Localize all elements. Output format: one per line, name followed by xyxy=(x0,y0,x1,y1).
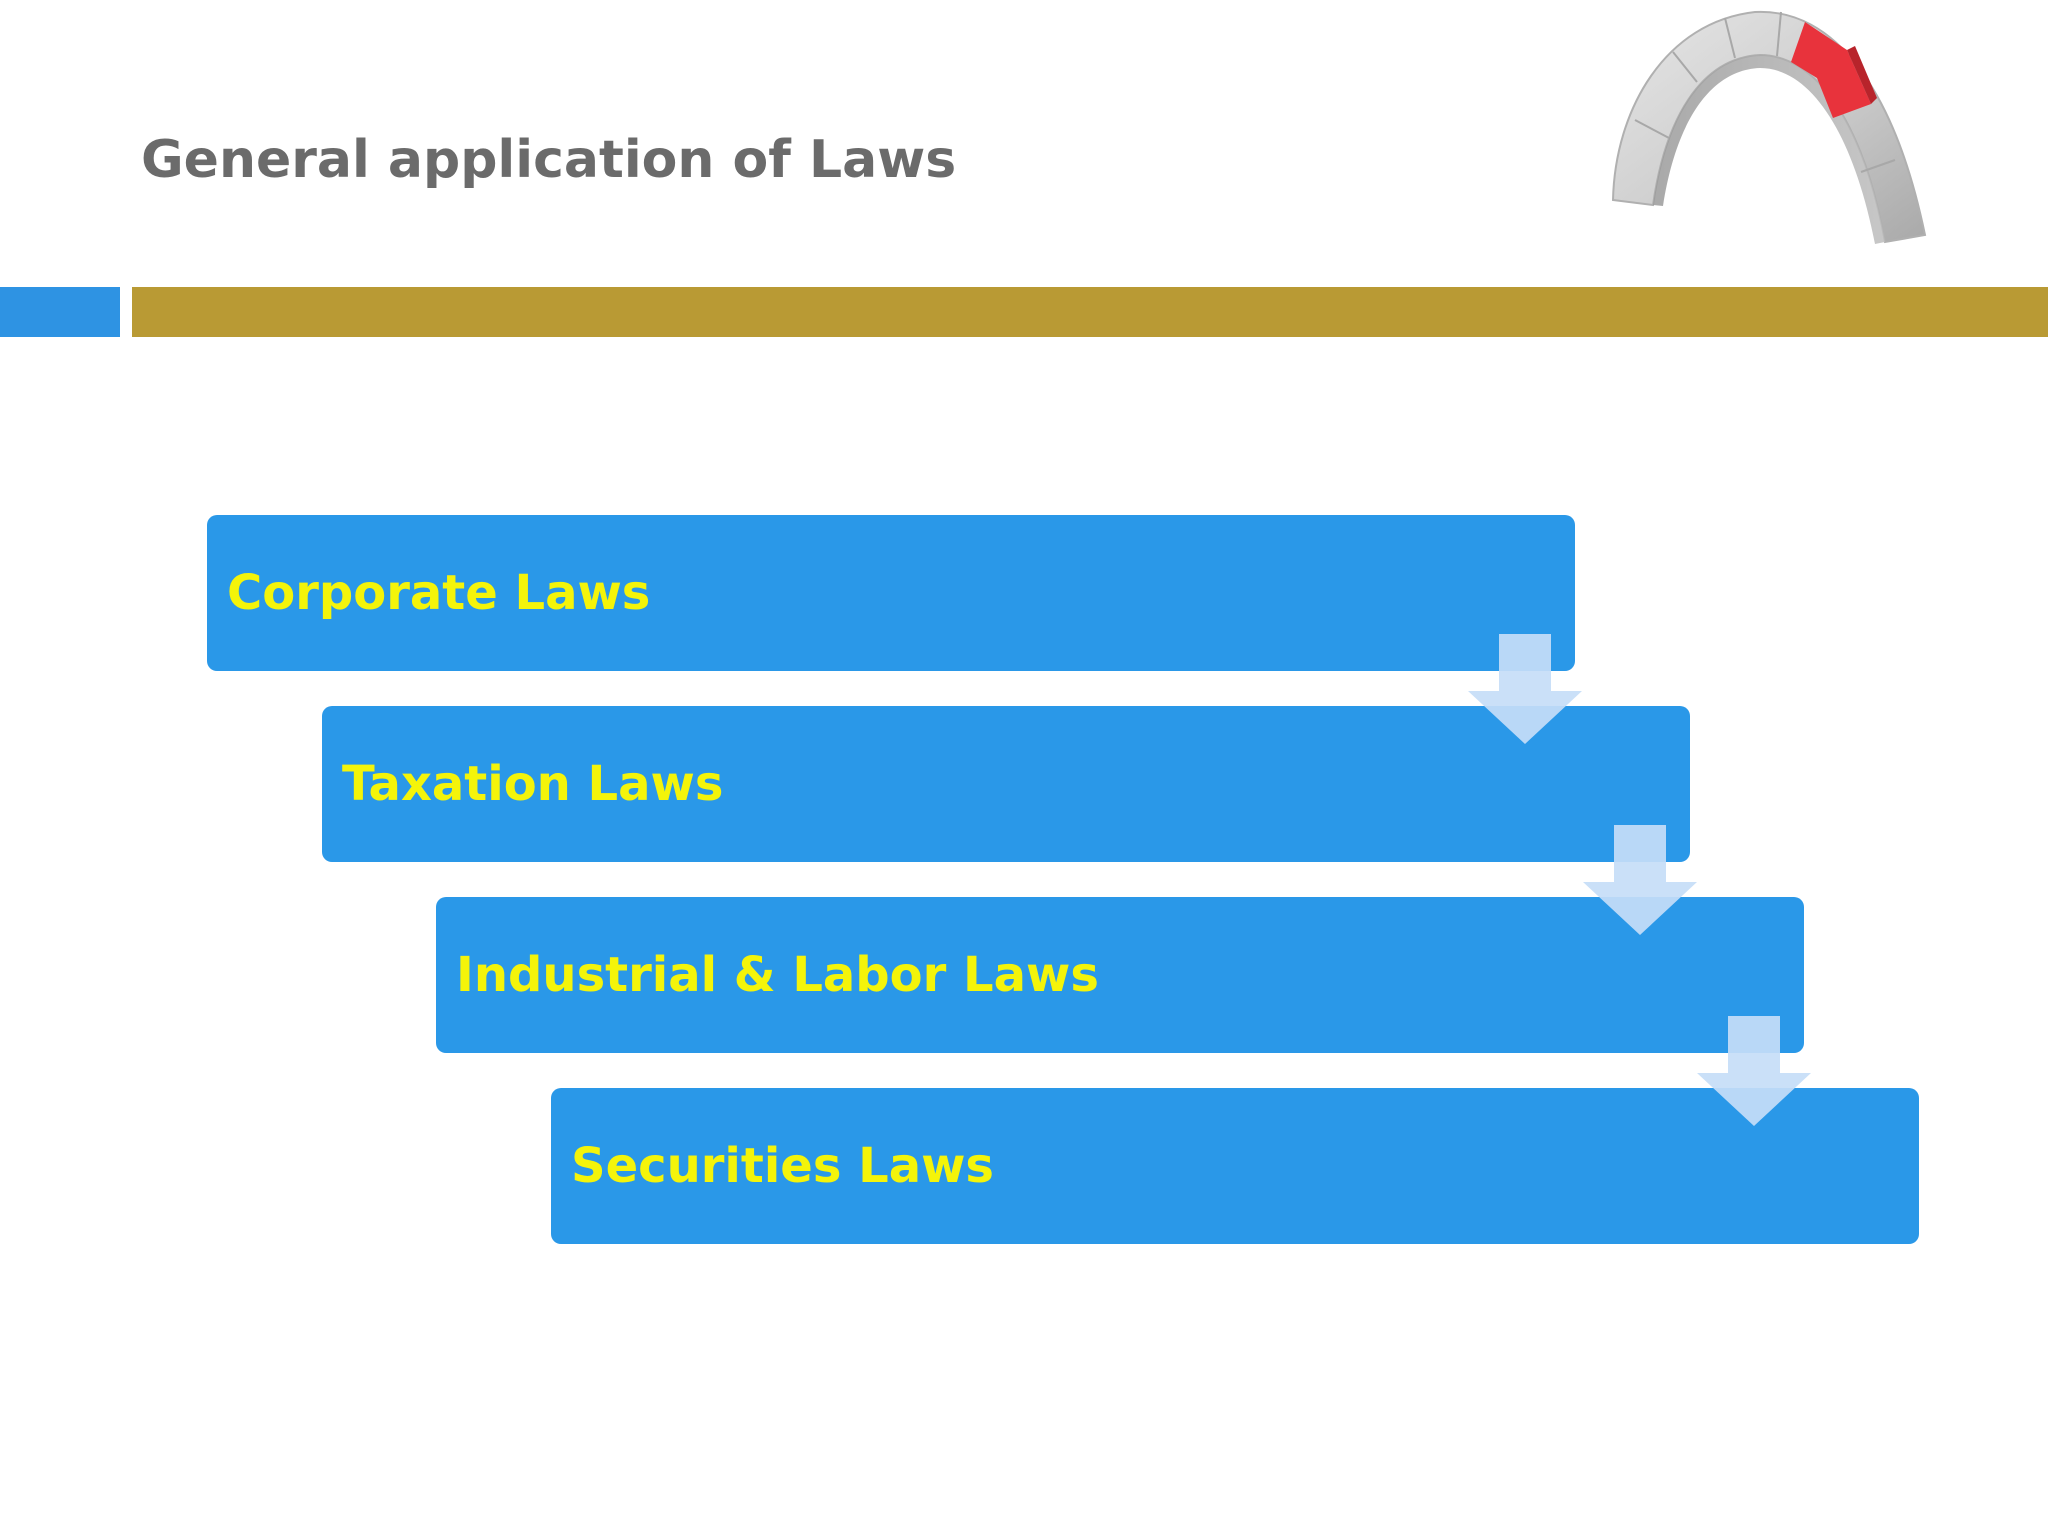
step-label: Securities Laws xyxy=(571,1138,994,1194)
step-corporate-laws: Corporate Laws xyxy=(207,515,1575,671)
step-taxation-laws: Taxation Laws xyxy=(322,706,1690,862)
step-label: Corporate Laws xyxy=(227,565,651,621)
step-label: Taxation Laws xyxy=(342,756,724,812)
down-arrow-icon xyxy=(1697,1016,1811,1126)
arch-icon xyxy=(1611,10,1927,244)
down-arrow-icon xyxy=(1468,634,1582,744)
header-accent-bar xyxy=(0,287,120,337)
down-arrow-icon xyxy=(1583,825,1697,935)
header-band xyxy=(132,287,2048,337)
step-securities-laws: Securities Laws xyxy=(551,1088,1919,1244)
step-industrial-labor-laws: Industrial & Labor Laws xyxy=(436,897,1804,1053)
step-label: Industrial & Labor Laws xyxy=(456,947,1099,1003)
slide-title: General application of Laws xyxy=(141,130,957,190)
